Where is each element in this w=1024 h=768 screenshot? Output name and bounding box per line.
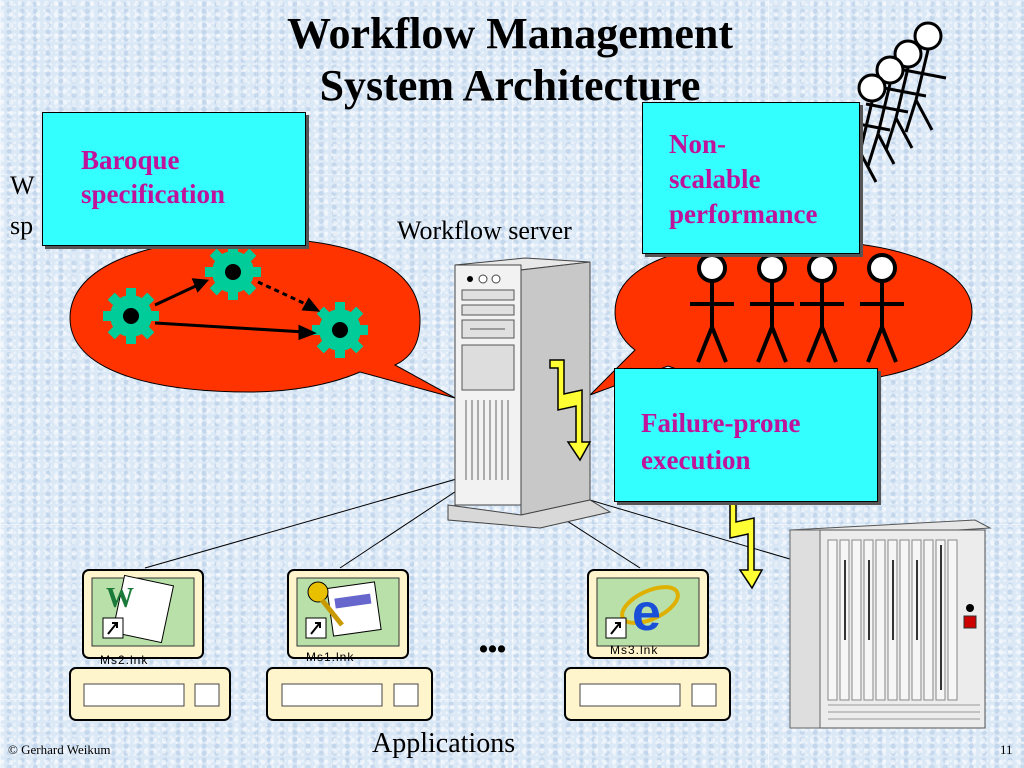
server-label: Workflow server xyxy=(397,216,572,245)
server-tower-icon xyxy=(447,257,612,529)
title-line-2: System Architecture xyxy=(319,61,701,110)
shortcut-label: Ms2.lnk xyxy=(100,653,149,667)
ellipsis: ... xyxy=(478,613,507,662)
applications-label: Applications xyxy=(372,728,516,759)
access-key-icon xyxy=(305,581,382,639)
svg-text:e: e xyxy=(632,584,661,642)
footer-copyright: © Gerhard Weikum xyxy=(8,742,111,757)
crowd-icon xyxy=(846,21,948,186)
callout-text: scalable xyxy=(669,164,761,194)
page-number: 11 xyxy=(1000,742,1013,757)
slide-title: Workflow Management System Architecture xyxy=(180,8,840,112)
partial-left-text: W sp xyxy=(10,166,35,246)
gear-icon xyxy=(312,302,368,358)
flow-arrows xyxy=(154,278,321,341)
mainframe-rack-icon xyxy=(788,519,992,729)
partial-text-line-1: W xyxy=(10,171,35,200)
workstation-1: W xyxy=(69,569,231,721)
title-line-1: Workflow Management xyxy=(286,9,734,58)
callout-text: performance xyxy=(669,199,818,229)
callout-baroque-specification: Baroque specification xyxy=(42,112,306,246)
callout-failure-prone-execution: Failure-prone execution xyxy=(614,368,878,502)
word-document-icon: W xyxy=(102,574,175,644)
workstation-3: e xyxy=(564,569,731,721)
gear-icon xyxy=(205,244,261,300)
shortcut-label: Ms3.lnk xyxy=(610,643,659,657)
partial-text-line-2: sp xyxy=(10,211,34,240)
gear-icon xyxy=(103,288,159,344)
svg-text:W: W xyxy=(106,583,134,614)
callout-text: Failure-prone xyxy=(641,408,801,438)
callout-text: execution xyxy=(641,445,751,475)
callout-nonscalable-performance: Non- scalable performance xyxy=(642,102,860,254)
shortcut-label: Ms1.lnk xyxy=(306,650,355,664)
workstation-2 xyxy=(266,569,433,721)
callout-text: Baroque xyxy=(81,145,180,175)
callout-text: Non- xyxy=(669,129,727,159)
lightning-icon xyxy=(721,487,763,589)
callout-text: specification xyxy=(81,179,225,209)
internet-explorer-icon: e xyxy=(605,584,680,642)
